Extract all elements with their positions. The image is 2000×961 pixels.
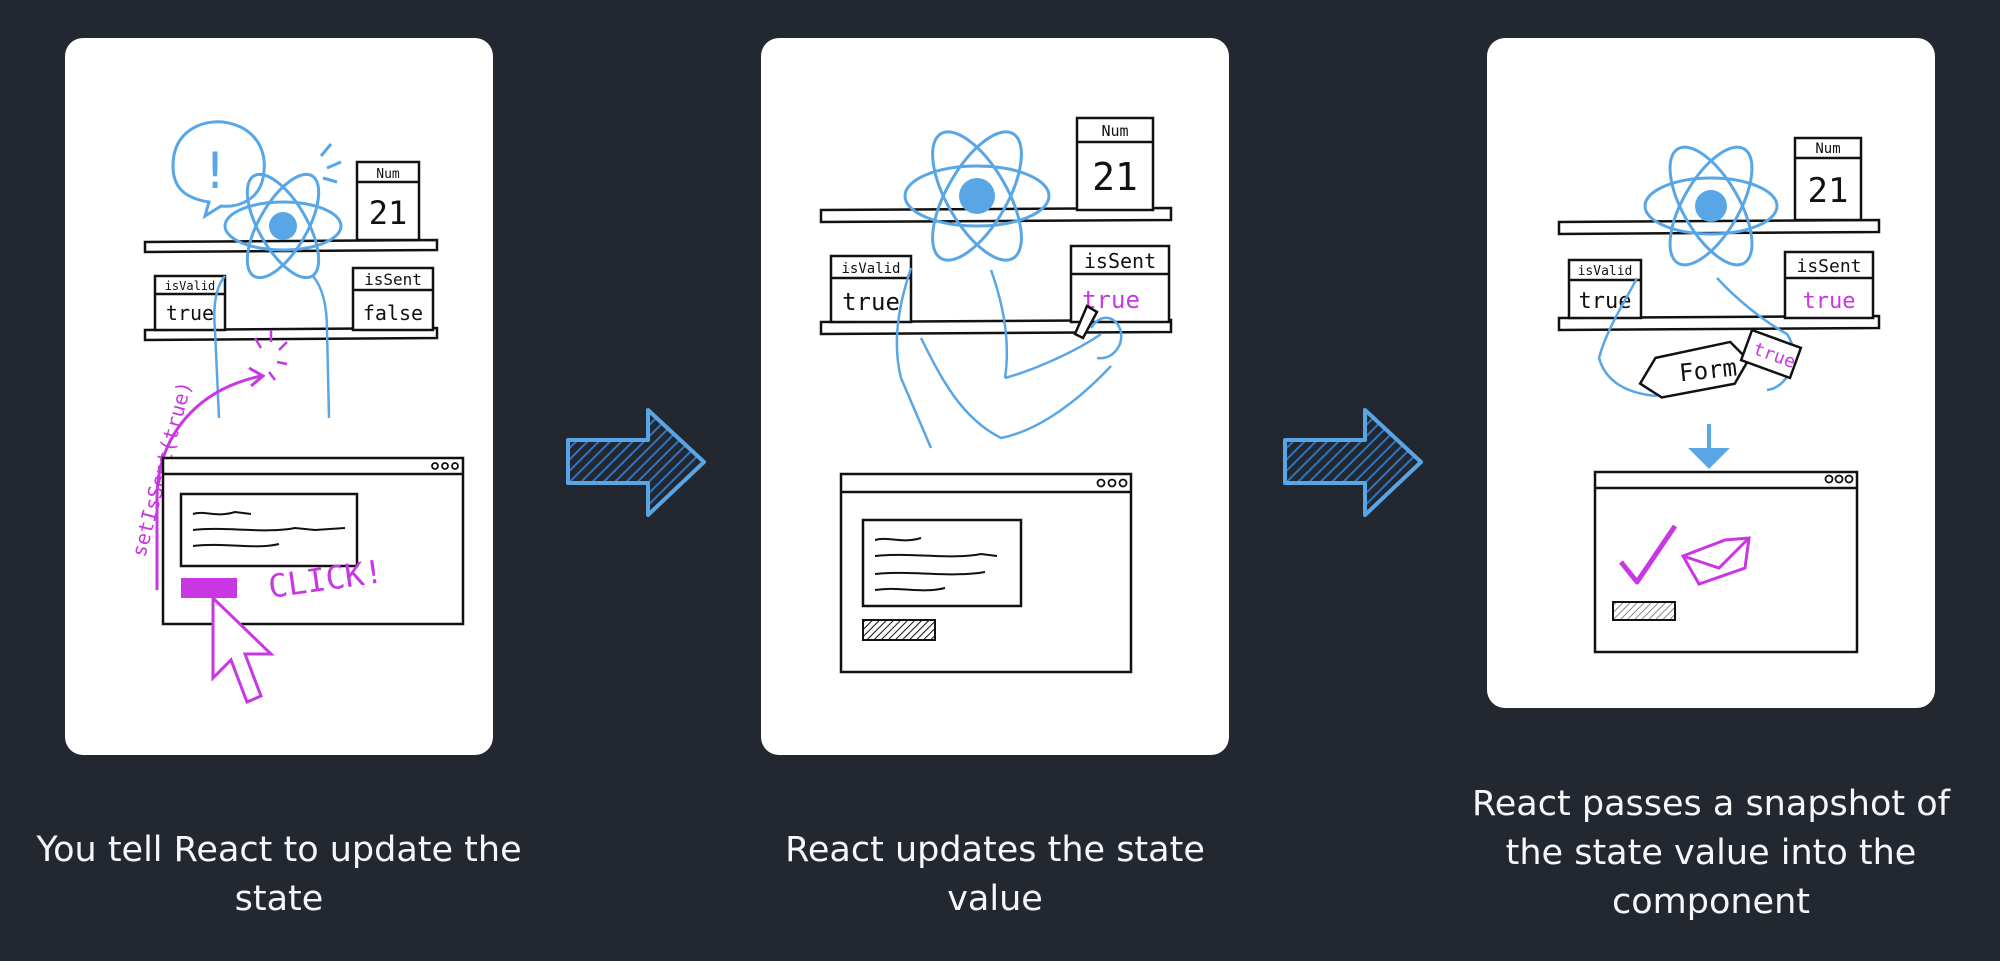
step-2-illustration-card: Num 21 isValid true isSent true: [761, 38, 1229, 755]
is-sent-state-label: isSent: [1084, 249, 1156, 273]
is-sent-state-label: isSent: [1796, 256, 1861, 277]
is-sent-state-value: true: [1803, 289, 1856, 314]
submit-button: [862, 619, 936, 641]
is-valid-state-label: isValid: [841, 261, 900, 277]
alert-mark: !: [205, 142, 225, 200]
is-valid-state-box: [1567, 258, 1643, 320]
checkmark-icon: [1619, 524, 1678, 585]
is-valid-state-value: true: [166, 301, 214, 325]
num-state-label: Num: [1101, 122, 1128, 140]
is-valid-state-box: [829, 254, 913, 324]
react-person: [895, 267, 1112, 449]
form-tag-label: Form: [1678, 353, 1738, 387]
bottom-shelf: [819, 318, 1173, 336]
right-arrow-icon: [1283, 408, 1423, 517]
alert-bubble-icon: [171, 120, 266, 220]
react-atom-icon: [223, 172, 343, 280]
num-state-value: 21: [1092, 155, 1138, 199]
num-state-box: [1075, 116, 1155, 212]
bottom-shelf: [1557, 314, 1881, 332]
react-atom-nucleus: [269, 212, 297, 240]
is-sent-state-label: isSent: [364, 270, 422, 289]
top-shelf: [819, 206, 1173, 224]
num-state-value: 21: [1808, 171, 1849, 211]
num-state-value: 21: [369, 194, 408, 232]
is-valid-state-label: isValid: [1578, 264, 1633, 279]
num-state-box: [355, 160, 421, 242]
is-sent-state-box: [1783, 250, 1875, 320]
form-text-area: [861, 518, 1023, 608]
react-person: [1597, 277, 1795, 398]
step-3-illustration: Num 21 isValid true isSent true: [1557, 136, 1881, 654]
step-1-caption: You tell React to update the state: [36, 830, 522, 919]
step-2-illustration: Num 21 isValid true isSent true: [819, 116, 1173, 674]
setter-arrow: [155, 374, 262, 590]
react-atom-nucleus: [959, 178, 995, 214]
down-arrow-icon: [1688, 424, 1730, 469]
top-shelf: [1557, 218, 1881, 236]
is-sent-state-value: false: [363, 301, 423, 325]
is-sent-state-box: [351, 266, 435, 332]
right-arrow-icon: [566, 408, 706, 517]
is-valid-state-label: isValid: [165, 279, 216, 293]
cursor-arrow-icon: [211, 594, 275, 704]
react-atom-nucleus: [1695, 190, 1727, 222]
is-valid-state-value: true: [1579, 289, 1632, 314]
is-valid-state-value: true: [842, 288, 900, 316]
envelope-icon: [1680, 536, 1751, 586]
hand: [1089, 316, 1123, 360]
num-state-label: Num: [376, 167, 400, 182]
step-3-illustration-card: Num 21 isValid true isSent true: [1487, 38, 1935, 708]
react-person: [213, 275, 331, 419]
num-state-box: [1793, 136, 1863, 222]
marker-icon: [1073, 304, 1099, 340]
step-3-caption: React passes a snapshot of the state val…: [1472, 784, 1950, 922]
step-1-illustration: ! Num 21 isValid true: [127, 120, 465, 704]
react-atom-icon: [903, 130, 1051, 262]
step-1-illustration-card: ! Num 21 isValid true: [65, 38, 493, 755]
step-2-caption: React updates the state value: [785, 830, 1205, 919]
submit-button: [1612, 601, 1676, 621]
top-shelf: [143, 238, 439, 254]
bottom-shelf: [143, 326, 439, 342]
num-state-label: Num: [1815, 141, 1840, 157]
submit-button-highlight: [181, 578, 237, 598]
react-atom-icon: [1643, 145, 1779, 267]
form-tag-value-box: [1739, 328, 1803, 380]
